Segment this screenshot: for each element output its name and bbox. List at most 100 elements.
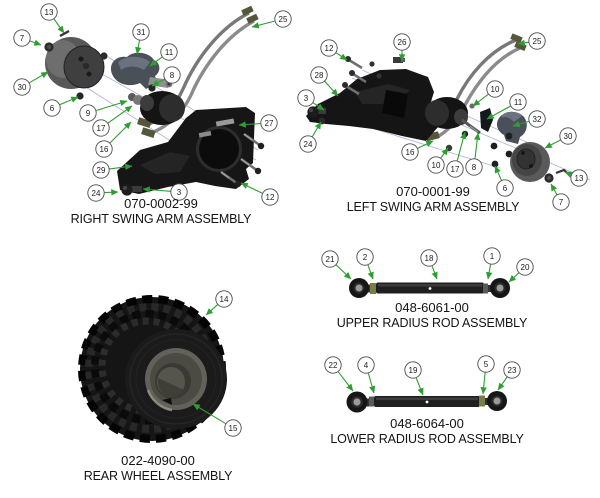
rod-end-left: [349, 278, 371, 298]
callout-balloon-16: [401, 143, 419, 161]
callout-number: 18: [425, 254, 434, 263]
leader-arrow: [29, 39, 42, 46]
callout-number: 12: [325, 44, 334, 53]
rod-end-left: [346, 391, 369, 413]
leader-arrow: [367, 373, 376, 394]
upper-radius-rod-part-number: 048-6061-00: [395, 300, 469, 315]
leader-arrow: [550, 183, 558, 195]
leader-arrow: [324, 81, 339, 97]
callout-number: 11: [165, 48, 174, 57]
jam-nut-left: [370, 283, 376, 294]
callout-number: 32: [533, 115, 542, 124]
leader-arrow: [205, 304, 218, 316]
rod-tube: [374, 396, 480, 407]
leader-arrow: [107, 105, 133, 124]
callout-balloon-4: [357, 356, 375, 374]
callout-balloon-12: [261, 188, 279, 206]
mounting-bolts: [342, 56, 382, 96]
callout-number: 20: [521, 263, 530, 272]
leader-arrow: [104, 189, 119, 196]
callout-number: 13: [45, 8, 54, 17]
callout-balloon-1: [483, 247, 501, 265]
callout-number: 5: [484, 360, 489, 369]
swing-arm-frame: [306, 69, 438, 141]
callout-number: 24: [92, 189, 101, 198]
callout-number: 7: [20, 34, 25, 43]
leader-arrow: [311, 121, 322, 137]
swing-arm-frame: [117, 107, 255, 194]
leader-arrow: [135, 40, 142, 55]
leader-arrow: [109, 121, 132, 144]
callout-number: 7: [559, 198, 564, 207]
callout-balloon-28: [310, 66, 328, 84]
callout-number: 28: [315, 71, 324, 80]
leader-arrow: [472, 93, 489, 107]
callout-balloon-11: [509, 93, 527, 111]
right-swing-arm-drawing: [44, 5, 265, 196]
rear-wheel-drawing: [78, 295, 227, 443]
leader-arrow: [142, 186, 171, 193]
callout-balloon-6: [496, 179, 514, 197]
callout-number: 15: [229, 424, 238, 433]
leader-arrow: [480, 372, 487, 395]
callout-number: 10: [432, 161, 441, 170]
callout-number: 16: [406, 148, 415, 157]
rod-tube: [376, 282, 484, 294]
spacer-nut: [76, 92, 84, 100]
callout-balloon-25: [274, 10, 292, 28]
left-swing-arm-drawing: [306, 33, 591, 183]
callout-balloon-26: [393, 33, 411, 51]
callout-balloon-25: [528, 32, 546, 50]
callout-number: 13: [575, 174, 584, 183]
wheel-rim: [145, 348, 207, 412]
callout-number: 3: [177, 188, 182, 197]
callout-balloon-30: [13, 78, 31, 96]
hub-nut: [544, 173, 554, 183]
left-swing-arm-name-label: LEFT SWING ARM ASSEMBLY: [347, 200, 520, 214]
leader-arrow: [508, 272, 520, 283]
callout-balloon-15: [224, 419, 242, 437]
leader-arrow: [486, 105, 511, 120]
jam-nut-right: [479, 395, 485, 407]
callout-number: 8: [170, 71, 175, 80]
rod-end-right: [488, 278, 510, 298]
callout-number: 10: [491, 85, 500, 94]
small-nut: [100, 52, 108, 60]
leader-arrow: [335, 52, 348, 61]
callout-balloon-20: [516, 258, 534, 276]
callout-number: 17: [97, 124, 106, 133]
callout-number: 30: [564, 132, 573, 141]
callout-number: 29: [97, 166, 106, 175]
pivot-ball-stud: [307, 106, 326, 125]
callout-number: 25: [533, 37, 542, 46]
leader-arrow: [29, 71, 49, 84]
callout-number: 21: [326, 255, 335, 264]
callout-balloon-17: [446, 160, 464, 178]
callout-balloon-14: [215, 290, 233, 308]
callout-number: 26: [398, 38, 407, 47]
callout-balloon-3: [297, 89, 315, 107]
callout-number: 22: [329, 361, 338, 370]
lower-radius-rod-part-number: 048-6064-00: [390, 416, 464, 431]
callout-balloon-7: [13, 29, 31, 47]
wheel-motor: [128, 91, 185, 125]
callout-balloon-19: [404, 361, 422, 379]
callout-balloon-29: [92, 161, 110, 179]
leader-arrow: [59, 96, 79, 106]
callout-balloon-24: [299, 135, 317, 153]
callout-balloon-13: [570, 169, 588, 187]
brake-bracket: [496, 111, 527, 144]
leader-arrow: [431, 265, 438, 280]
callout-balloon-21: [321, 250, 339, 268]
leader-arrow: [486, 264, 493, 280]
callout-number: 17: [451, 165, 460, 174]
callout-balloon-18: [420, 249, 438, 267]
callout-balloon-8: [163, 66, 181, 84]
leader-arrow: [367, 264, 374, 280]
frame-fitting: [393, 57, 405, 63]
